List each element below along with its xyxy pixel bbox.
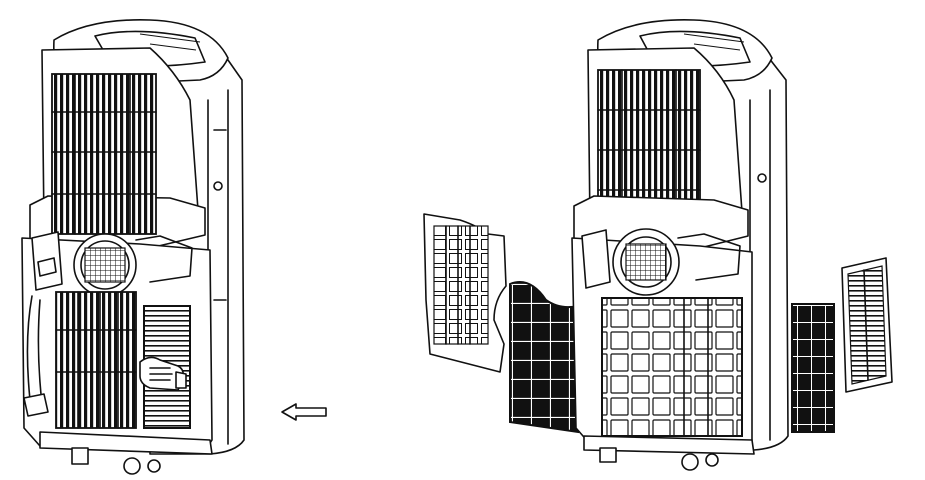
unit-left [21, 19, 245, 475]
side-screw-icon [213, 181, 223, 191]
unit-right-filter-frame [601, 297, 743, 437]
caster-wheel-icon-2 [681, 453, 699, 471]
unit-left-lower-grille [55, 291, 137, 429]
left-arrow-icon [281, 403, 327, 421]
caster-wheel-icon [123, 457, 141, 475]
side-screw-icon-2 [757, 173, 767, 183]
unit-right [571, 19, 789, 471]
hand-icon [139, 356, 187, 391]
black-filter-left [509, 281, 579, 434]
black-filter-right [791, 303, 835, 433]
removed-front-grille [423, 213, 507, 373]
removed-side-grille [841, 257, 893, 393]
unit-left-upper-grille [51, 73, 157, 235]
